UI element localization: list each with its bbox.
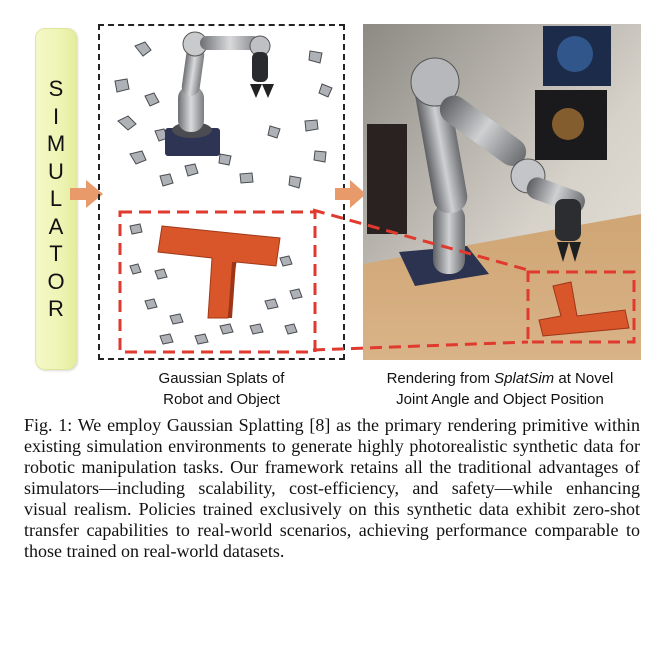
simulator-letter: S [48, 76, 64, 102]
simulator-letter: A [48, 213, 64, 239]
simulator-letter: O [47, 268, 65, 294]
robot-arm-illustration [165, 31, 274, 156]
splat-caption: Gaussian Splats of Robot and Object [98, 368, 345, 410]
arrow-icon [70, 180, 103, 208]
t-object-splat [157, 225, 281, 319]
rendered-scene [363, 24, 641, 360]
figure-caption-text: We employ Gaussian Splatting [8] as the … [24, 415, 640, 561]
simulator-letter: R [48, 296, 64, 322]
splatsim-render-photo [363, 24, 641, 360]
figure-caption: Fig. 1: We employ Gaussian Splatting [8]… [24, 415, 640, 562]
simulator-letter: U [48, 158, 64, 184]
render-caption-line2: Joint Angle and Object Position [396, 391, 604, 408]
simulator-letter: I [52, 103, 60, 129]
simulator-letter: M [46, 131, 66, 157]
simulator-letter: T [49, 241, 63, 267]
render-caption-suffix: at Novel [554, 370, 614, 387]
arrow-icon [335, 180, 366, 208]
figure-label: Fig. 1: [24, 415, 73, 435]
simulator-letter: L [49, 186, 63, 212]
splatsim-name: SplatSim [494, 370, 555, 387]
gaussian-splats-panel [98, 24, 345, 360]
splat-caption-line2: Robot and Object [163, 391, 280, 408]
render-caption-prefix: Rendering from [386, 370, 495, 387]
render-caption: Rendering from SplatSim at Novel Joint A… [350, 368, 650, 410]
splat-caption-line1: Gaussian Splats of [158, 370, 285, 387]
gaussian-splats-illustration [114, 31, 333, 354]
render-caption-line1: Rendering from SplatSim at Novel [350, 368, 650, 389]
